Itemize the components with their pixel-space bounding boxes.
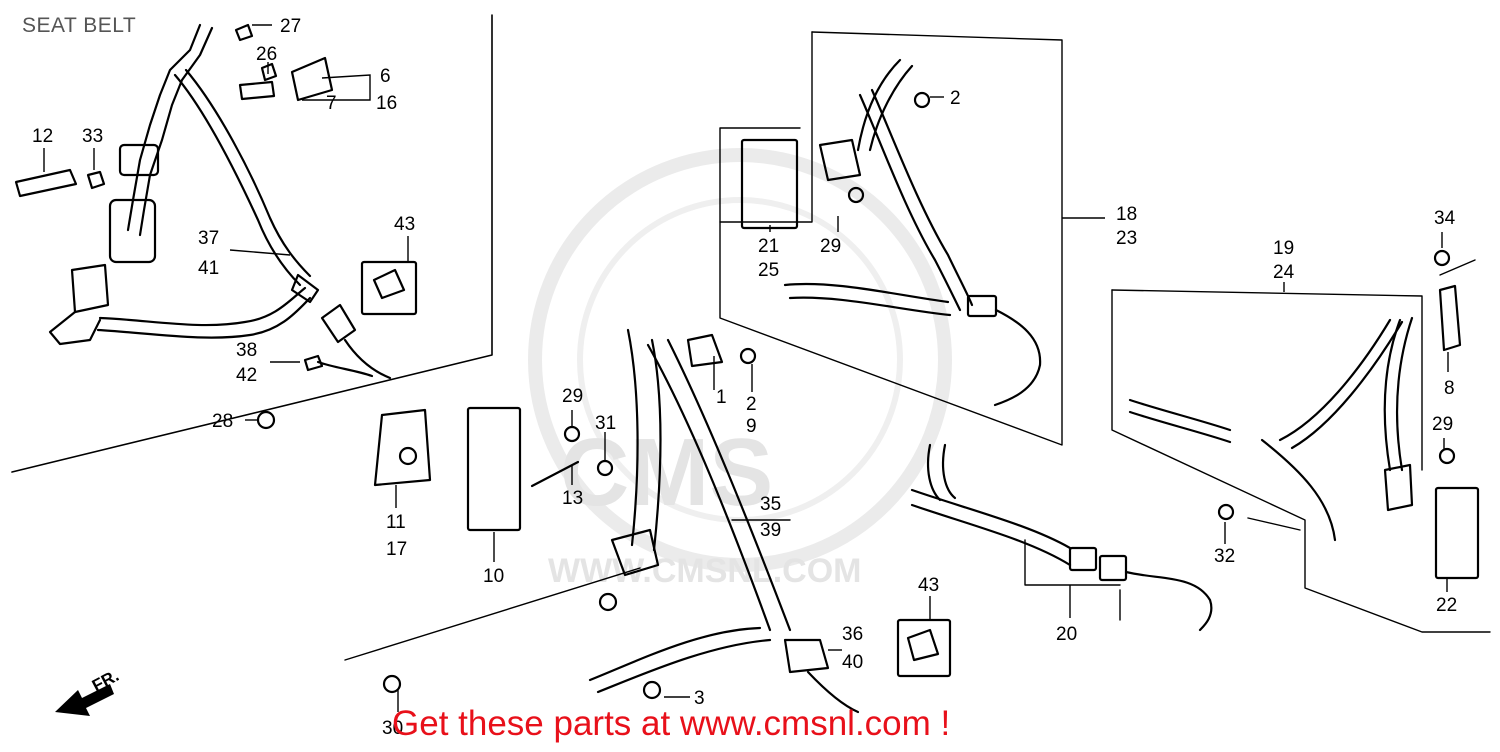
part-label-29: 29 — [820, 236, 841, 257]
parts-link-banner[interactable]: Get these parts at www.cmsnl.com ! — [392, 704, 951, 743]
front-direction-arrow: FR. — [55, 666, 122, 716]
part-label-31: 31 — [595, 413, 616, 434]
leader-lines — [43, 24, 1449, 712]
part-label-39: 39 — [760, 520, 781, 541]
part-label-32: 32 — [1214, 546, 1235, 567]
part-label-33: 33 — [82, 126, 103, 147]
part-label-11: 11 — [386, 512, 406, 533]
part-label-19: 19 — [1273, 238, 1294, 259]
part-label-2: 2 — [746, 394, 757, 415]
watermark-url: WWW.CMSNL.COM — [548, 552, 862, 590]
part-label-30: 30 — [382, 718, 403, 739]
part-label-26: 26 — [256, 44, 277, 65]
part-label-37: 37 — [198, 228, 219, 249]
part-label-13: 13 — [562, 488, 583, 509]
rear-right-belt-group — [719, 31, 1063, 446]
part-label-36: 36 — [842, 624, 863, 645]
rear-middle-assembly — [344, 328, 952, 714]
part-label-34: 34 — [1434, 208, 1456, 229]
part-label-10: 10 — [483, 566, 504, 587]
part-label-12: 12 — [32, 126, 53, 147]
part-label-7: 7 — [326, 93, 337, 114]
part-label-1: 1 — [716, 387, 727, 408]
part-label-21: 21 — [758, 236, 779, 257]
part-label-6: 6 — [380, 66, 391, 87]
part-label-16: 16 — [376, 93, 397, 114]
part-label-28: 28 — [212, 411, 233, 432]
part-label-24: 24 — [1273, 262, 1295, 283]
part-label-27: 27 — [280, 16, 301, 37]
part-label-43: 43 — [394, 214, 415, 235]
part-label-17: 17 — [386, 539, 407, 560]
part-label-41: 41 — [198, 258, 219, 279]
rear-left-belt-group — [1111, 249, 1491, 633]
part-label-3: 3 — [694, 688, 705, 709]
part-number-labels: 1 2 2 3 6 7 8 9 10 11 12 13 16 17 18 19 … — [32, 16, 1457, 739]
front-seat-belt-assembly — [11, 14, 493, 473]
part-label-18: 18 — [1116, 204, 1137, 225]
part-label-23: 23 — [1116, 228, 1137, 249]
part-label-40: 40 — [842, 652, 863, 673]
part-label-20: 20 — [1056, 624, 1077, 645]
rear-center-belt — [910, 443, 1213, 632]
part-label-42: 42 — [236, 365, 257, 386]
watermark-brand: CMS — [560, 419, 773, 526]
part-label-8: 8 — [1444, 378, 1455, 399]
part-label-38: 38 — [236, 340, 257, 361]
part-label-43: 43 — [918, 575, 939, 596]
part-label-22: 22 — [1436, 595, 1457, 616]
front-direction-label: FR. — [89, 666, 122, 696]
part-label-29: 29 — [562, 386, 583, 407]
part-label-29: 29 — [1432, 414, 1453, 435]
part-label-9: 9 — [746, 416, 757, 437]
part-label-2: 2 — [950, 88, 961, 109]
part-label-35: 35 — [760, 494, 781, 515]
watermark: CMS WWW.CMSNL.COM — [528, 148, 952, 590]
diagram-title: SEAT BELT — [22, 14, 137, 37]
part-label-25: 25 — [758, 260, 779, 281]
